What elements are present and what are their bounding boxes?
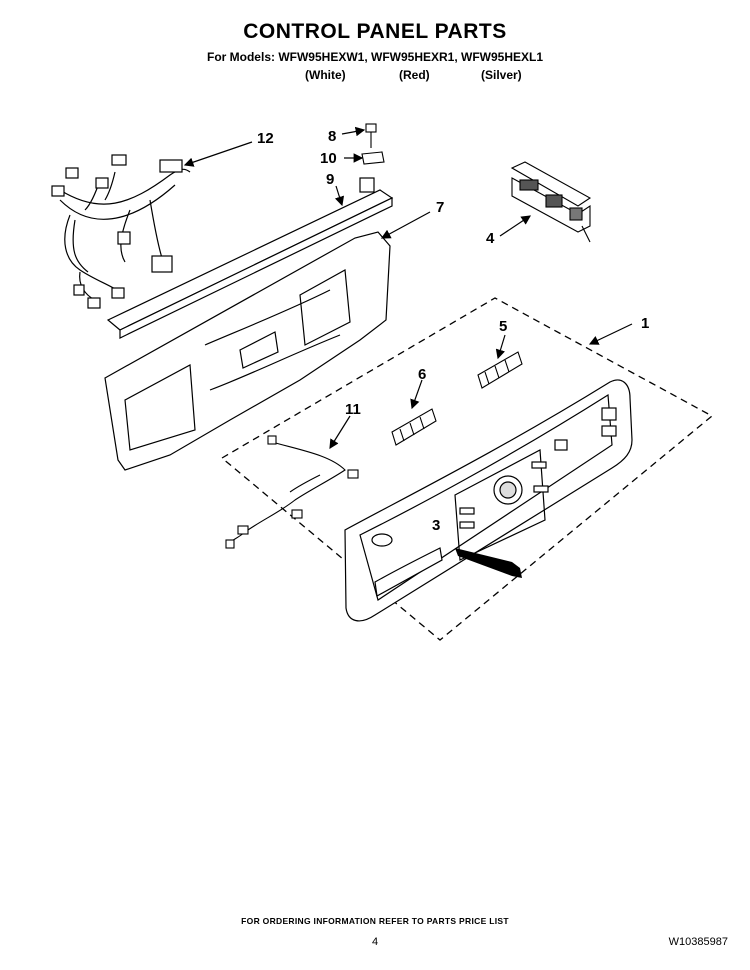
console-frame-part-7 [104, 231, 391, 471]
screw-part-8 [365, 123, 377, 148]
model-numbers: For Models: WFW95HEXW1, WFW95HEXR1, WFW9… [206, 50, 544, 64]
variant-silver: (Silver) [481, 68, 522, 82]
clip-part-10 [361, 151, 385, 165]
callout-6: 6 [418, 366, 426, 383]
callout-1: 1 [641, 315, 649, 332]
callout-8: 8 [328, 128, 336, 145]
callout-3: 3 [432, 517, 440, 534]
callout-12: 12 [257, 130, 274, 147]
document-code: W10385987 [668, 936, 728, 948]
callout-10: 10 [320, 150, 337, 167]
callout-4: 4 [486, 230, 495, 247]
callout-11: 11 [345, 401, 361, 418]
ribbon-cable-part-6 [391, 408, 437, 446]
page-title: CONTROL PANEL PARTS [243, 20, 507, 43]
ordering-note: FOR ORDERING INFORMATION REFER TO PARTS … [241, 916, 509, 926]
leader-lines [183, 126, 633, 450]
ribbon-cable-part-5 [477, 351, 523, 389]
wire-harness-part-11 [225, 435, 359, 549]
control-board-part-4 [510, 161, 592, 243]
control-panel-part-1 [344, 379, 633, 622]
variant-white: (White) [305, 68, 346, 82]
overlay-part-3 [455, 548, 522, 578]
wire-harness-part-12 [51, 154, 191, 309]
page-number: 4 [371, 936, 379, 948]
callout-7: 7 [436, 199, 444, 216]
callout-9: 9 [326, 171, 334, 188]
bracket-part-9 [106, 177, 394, 339]
callout-5: 5 [499, 318, 507, 335]
variant-red: (Red) [399, 68, 430, 82]
